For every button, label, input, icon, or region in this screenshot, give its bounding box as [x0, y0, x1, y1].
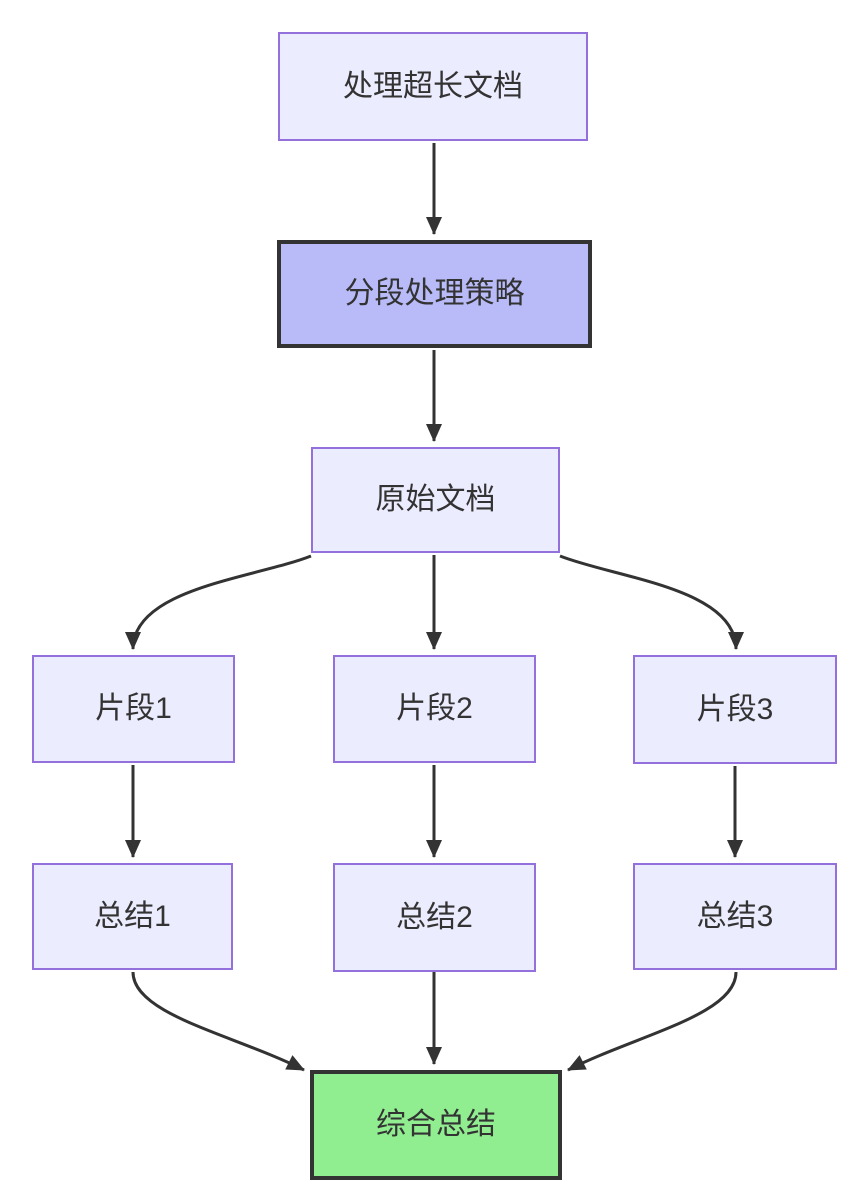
edge-summary3-final [567, 971, 738, 1072]
node-original-document-label: 原始文档 [375, 483, 496, 516]
node-segmentation-strategy-label: 分段处理策略 [344, 277, 525, 310]
node-segmentation-strategy: 分段处理策略 [277, 240, 592, 348]
node-summary-3: 总结3 [633, 863, 837, 970]
node-chunk-3: 片段3 [633, 655, 837, 764]
node-start: 处理超长文档 [278, 32, 588, 141]
edge-doc-chunk1 [125, 554, 312, 650]
node-summary-2-label: 总结2 [396, 900, 473, 934]
edge-summary1-final [131, 971, 305, 1072]
node-summary-3-label: 总结3 [696, 899, 774, 933]
node-start-label: 处理超长文档 [343, 69, 523, 103]
node-final-summary: 综合总结 [310, 1070, 562, 1180]
node-chunk-3-label: 片段3 [696, 692, 774, 726]
node-summary-1-label: 总结1 [94, 899, 171, 933]
node-summary-1: 总结1 [32, 863, 233, 970]
node-chunk-2-label: 片段2 [396, 692, 473, 725]
node-chunk-1: 片段1 [32, 655, 235, 763]
node-summary-2: 总结2 [333, 863, 536, 972]
node-chunk-1-label: 片段1 [95, 692, 172, 725]
edge-doc-chunk3 [559, 554, 744, 650]
node-final-summary-label: 综合总结 [376, 1108, 496, 1141]
node-chunk-2: 片段2 [333, 655, 536, 763]
node-original-document: 原始文档 [311, 447, 560, 553]
